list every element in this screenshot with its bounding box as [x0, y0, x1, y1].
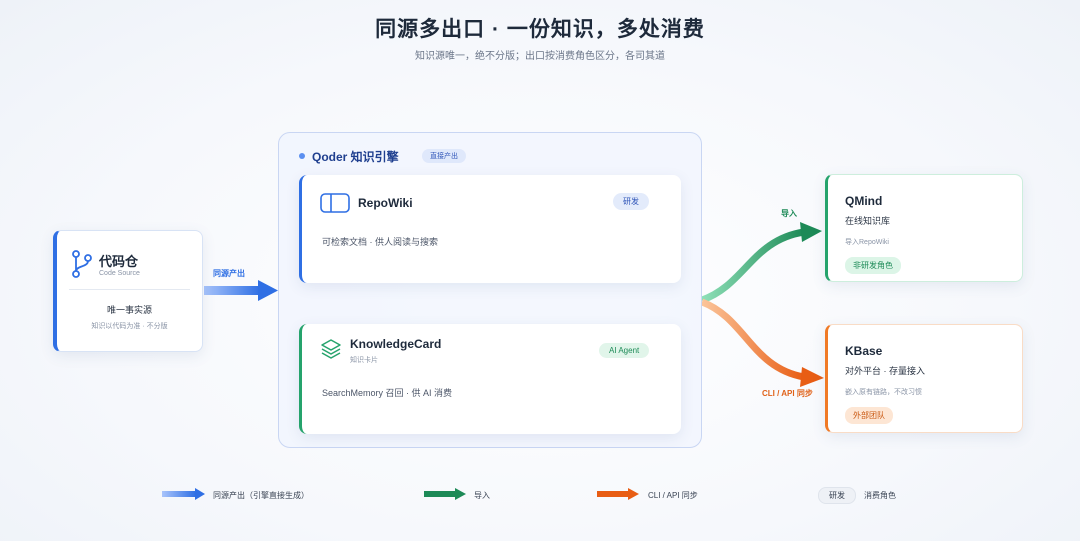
legend-label-import: 导入	[474, 491, 490, 500]
legend-arrow-orange	[597, 488, 639, 500]
repowiki-card: RepoWiki 研发 可检索文档 · 供人阅读与搜索	[299, 175, 681, 283]
kbase-name: KBase	[845, 344, 883, 358]
kbase-role-tag: 外部团队	[845, 407, 893, 424]
source-name: 代码仓	[99, 254, 139, 269]
import-connector	[700, 222, 822, 304]
qmind-card: QMind 在线知识库 导入RepoWiki 非研发角色	[825, 174, 1023, 282]
cli-connector	[700, 298, 824, 387]
legend-arrow-green	[424, 488, 466, 500]
qmind-name: QMind	[845, 194, 883, 208]
repowiki-role-pill: 研发	[613, 193, 649, 210]
engine-title: Qoder 知识引擎	[312, 150, 399, 164]
cli-label: CLI / API 同步	[762, 389, 813, 398]
knowledgecard-sub: 知识卡片	[350, 357, 378, 364]
kbase-card: KBase 对外平台 · 存量接入 嵌入原有链路，不改习惯 外部团队	[825, 324, 1023, 433]
page-subtitle: 知识源唯一，绝不分版；出口按消费角色区分，各司其道	[415, 51, 665, 62]
layers-icon	[320, 338, 342, 365]
page-title: 同源多出口 · 一份知识，多处消费	[375, 18, 705, 41]
legend-label-role: 消费角色	[864, 491, 896, 500]
git-branch-icon	[71, 249, 93, 284]
legend-label-same-source: 同源产出（引擎直接生成）	[213, 491, 309, 500]
source-desc: 唯一事实源	[106, 305, 152, 315]
legend-role-badge: 研发	[818, 487, 856, 504]
knowledgecard-name: KnowledgeCard	[350, 337, 442, 351]
divider	[69, 289, 190, 290]
kbase-note: 嵌入原有链路，不改习惯	[845, 389, 922, 396]
knowledgecard-card: KnowledgeCard 知识卡片 AI Agent SearchMemory…	[299, 324, 681, 434]
qmind-note: 导入RepoWiki	[845, 239, 889, 246]
knowledgecard-desc: SearchMemory 召回 · 供 AI 消费	[322, 388, 453, 398]
repowiki-name: RepoWiki	[358, 196, 413, 210]
flow-arrow	[204, 280, 278, 301]
engine-dot	[299, 153, 305, 159]
repowiki-desc: 可检索文档 · 供人阅读与搜索	[322, 237, 438, 247]
source-name-en: Code Source	[99, 270, 140, 277]
import-label: 导入	[781, 209, 797, 218]
source-note: 知识以代码为准 · 不分版	[91, 323, 168, 330]
legend-label-cli: CLI / API 同步	[648, 491, 698, 500]
qmind-role-tag: 非研发角色	[845, 257, 901, 274]
engine-tag: 直接产出	[422, 149, 466, 163]
qmind-sub: 在线知识库	[845, 216, 891, 226]
flow-label: 同源产出	[213, 269, 245, 278]
knowledgecard-role-pill: AI Agent	[599, 343, 650, 358]
book-icon	[320, 193, 350, 218]
legend-arrow-blue	[162, 488, 205, 500]
kbase-sub: 对外平台 · 存量接入	[845, 366, 925, 376]
source-card: 代码仓 Code Source 唯一事实源 知识以代码为准 · 不分版	[53, 230, 203, 352]
